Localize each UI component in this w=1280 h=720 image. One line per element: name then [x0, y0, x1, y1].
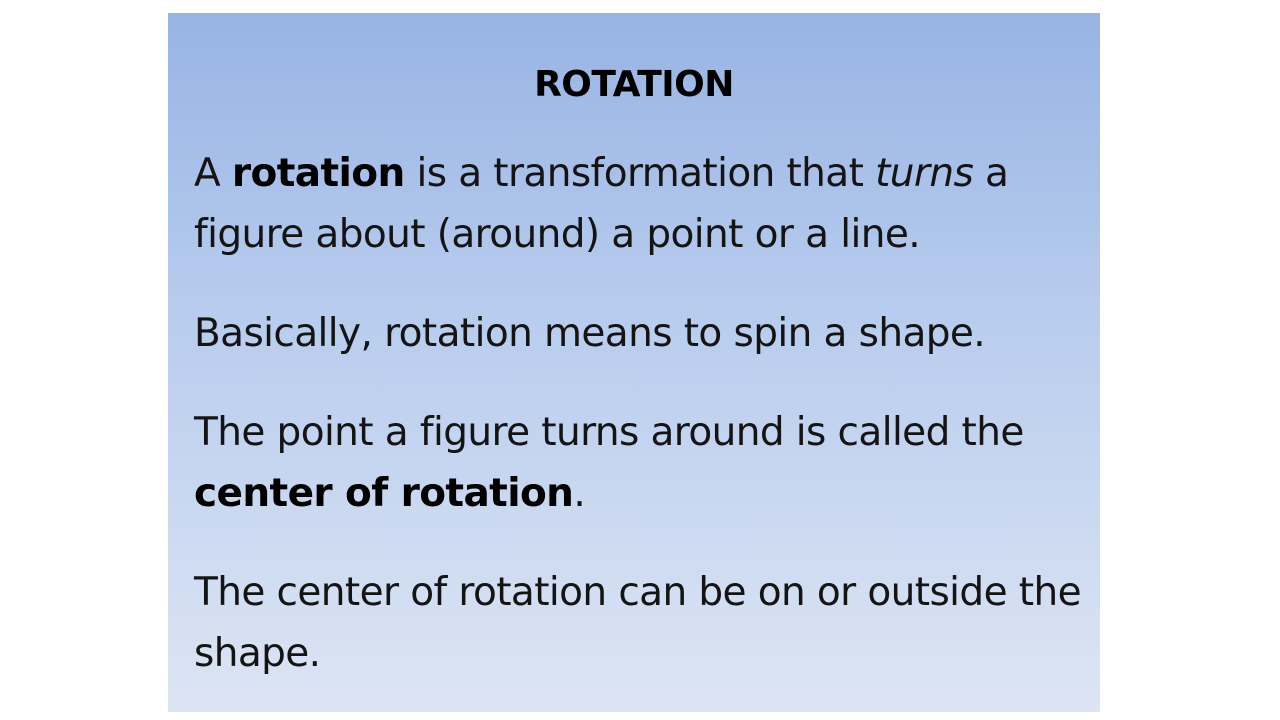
slide: ROTATION A rotation is a transformation …: [168, 13, 1100, 712]
text-segment: Basically, rotation means to spin a shap…: [194, 311, 986, 356]
paragraph-basically: Basically, rotation means to spin a shap…: [194, 303, 1084, 364]
text-segment: a figure about (around) a point or a lin…: [194, 151, 1009, 257]
slide-title: ROTATION: [534, 64, 734, 105]
paragraph-center-definition: The point a figure turns around is calle…: [194, 402, 1084, 524]
paragraph-definition: A rotation is a transformation that turn…: [194, 143, 1084, 265]
paragraph-center-location: The center of rotation can be on or outs…: [194, 562, 1084, 684]
slide-body: A rotation is a transformation that turn…: [194, 143, 1084, 720]
text-segment: The point a figure turns around is calle…: [194, 410, 1024, 455]
text-segment: A: [194, 151, 232, 196]
bold-term-rotation: rotation: [231, 151, 405, 196]
text-segment: is a transformation that: [404, 151, 876, 196]
text-segment: The center of rotation can be on or outs…: [194, 570, 1082, 676]
italic-term-turns: turns: [875, 151, 974, 196]
bold-term-center-of-rotation: center of rotation: [194, 471, 574, 516]
text-segment: .: [573, 471, 586, 516]
